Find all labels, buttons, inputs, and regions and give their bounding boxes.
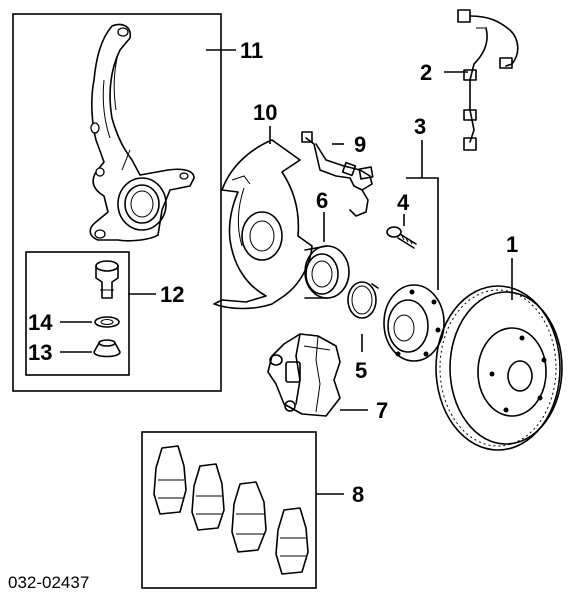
leader-lines — [60, 49, 513, 495]
brake-pads — [153, 445, 309, 575]
brake-caliper — [267, 333, 341, 417]
callout-13: 13 — [28, 340, 52, 365]
callout-4: 4 — [397, 190, 410, 215]
callout-7: 7 — [376, 398, 388, 423]
wheel-speed-sensor — [457, 9, 519, 151]
steering-knuckle — [89, 23, 195, 242]
wheel-stud — [386, 226, 417, 249]
callout-3: 3 — [414, 114, 426, 139]
callout-14: 14 — [28, 310, 53, 335]
callout-5: 5 — [355, 358, 367, 383]
snap-ring — [347, 281, 379, 319]
callout-8: 8 — [352, 482, 364, 507]
splash-shield — [213, 139, 313, 310]
brake-hose — [301, 131, 374, 217]
wheel-hub — [383, 284, 445, 362]
callout-2: 2 — [420, 60, 432, 85]
knuckle-group-box — [12, 13, 222, 392]
callout-1: 1 — [506, 232, 518, 257]
ball-joint-group-box — [25, 251, 130, 376]
brake-pads-group-box — [141, 431, 317, 589]
snap-ring-14 — [94, 316, 120, 328]
wheel-bearing — [304, 245, 350, 299]
callout-9: 9 — [354, 132, 366, 157]
callout-12: 12 — [160, 282, 184, 307]
callout-6: 6 — [316, 188, 328, 213]
callout-10: 10 — [253, 100, 277, 125]
diagram-code: 032-02437 — [8, 573, 89, 592]
boot-13 — [93, 339, 121, 358]
callout-11: 11 — [240, 38, 263, 63]
brake-disc — [435, 285, 563, 451]
ball-joint — [95, 260, 119, 299]
